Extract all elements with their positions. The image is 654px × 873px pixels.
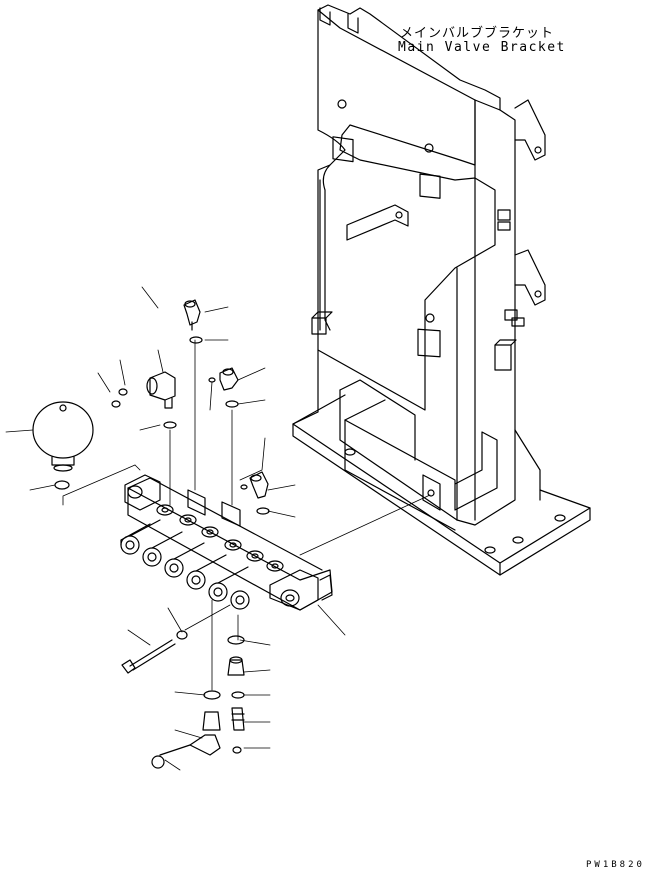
- bracket-label-english: Main Valve Bracket: [398, 40, 566, 55]
- elbow-fitting-left: [112, 372, 176, 428]
- valve-spools: [121, 520, 249, 609]
- o-ring: [164, 422, 176, 428]
- elbow-fitting-middle: [209, 368, 238, 407]
- bracket-guard-plate: [345, 400, 497, 530]
- bottom-fittings: [152, 636, 244, 768]
- valve-end-cap: [270, 570, 332, 610]
- bracket-label-japanese: メインバルブブラケット: [400, 26, 555, 41]
- fittings: [112, 300, 269, 768]
- accumulator: [33, 402, 93, 489]
- leader-lines: [6, 287, 430, 770]
- bracket-side-clamps: [312, 100, 545, 370]
- elbow-fitting-right: [241, 472, 269, 514]
- bracket-upright: [293, 5, 540, 525]
- mounting-bolt: [122, 631, 187, 673]
- o-ring: [257, 508, 269, 514]
- elbow-fitting-top: [184, 300, 202, 343]
- o-ring: [190, 337, 202, 343]
- drawing-code: PW1B820: [586, 860, 645, 870]
- valve-tag-flag: [188, 490, 205, 515]
- accumulator-o-ring: [55, 481, 69, 489]
- valve-top-ports: [157, 505, 283, 571]
- main-valve-bracket: [293, 5, 590, 575]
- o-ring: [226, 401, 238, 407]
- bracket-mounting-holes: [333, 100, 440, 510]
- bracket-base-plate: [293, 395, 590, 575]
- main-valve-assembly: [121, 475, 332, 610]
